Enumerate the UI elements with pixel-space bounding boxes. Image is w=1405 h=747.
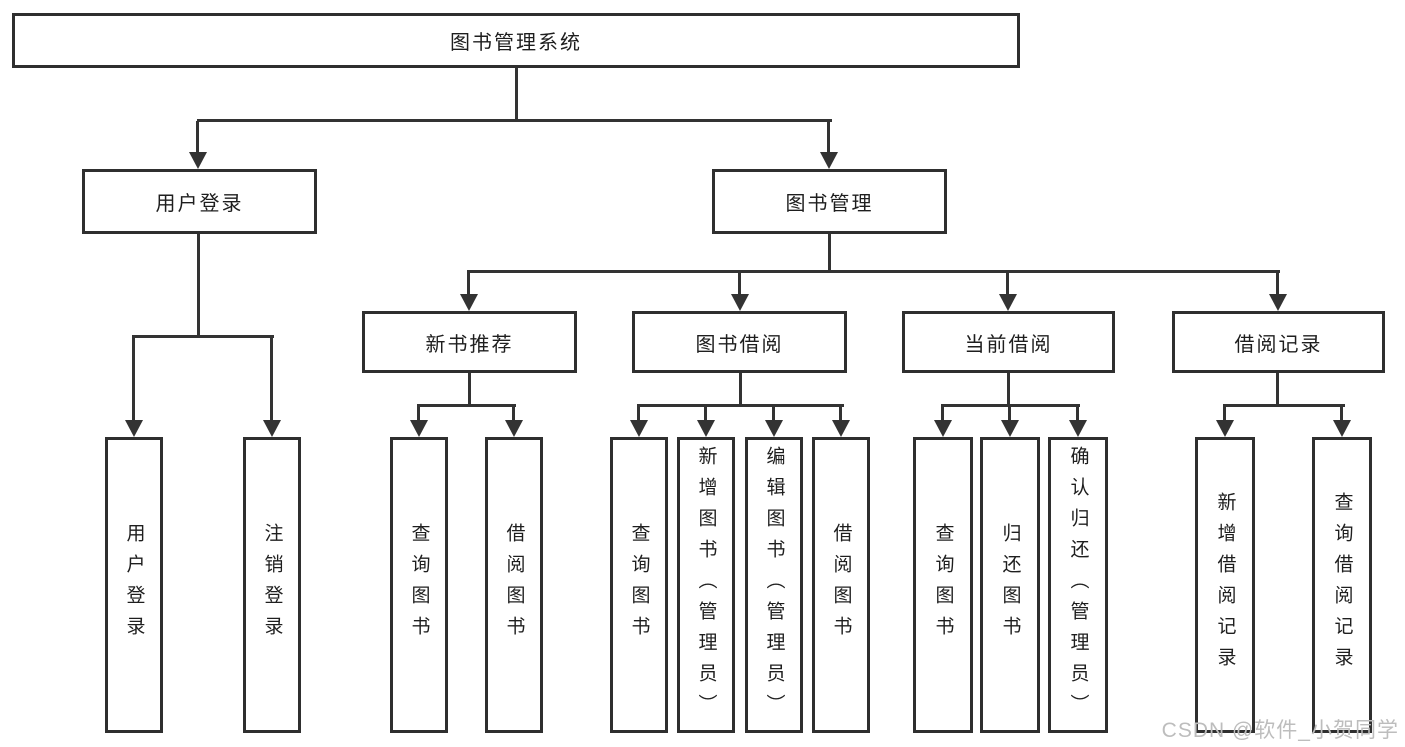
arrow-to-current-borrowing	[999, 273, 1017, 311]
node-root: 图书管理系统	[12, 13, 1020, 68]
arrowhead-icon	[820, 152, 838, 169]
arrowhead-icon	[934, 420, 952, 437]
arrow-to-user-login	[189, 121, 207, 169]
arrow-to-leaf-borrow-books-1	[505, 407, 523, 437]
connector-user-login-stem	[197, 234, 200, 338]
arrowhead-icon	[630, 420, 648, 437]
node-book-borrowing-label: 图书借阅	[695, 333, 784, 356]
arrow-to-new-book-recommend	[460, 273, 478, 311]
connector-root-stem	[515, 68, 518, 121]
leaf-add-books-admin-label: 新增图书（管理员）	[695, 445, 717, 725]
connector-current-borrowing-rail	[941, 404, 1080, 407]
node-book-borrowing: 图书借阅	[632, 311, 847, 373]
connector-book-management-rail	[467, 270, 1280, 273]
arrowhead-icon	[263, 420, 281, 437]
leaf-add-borrow-record: 新增借阅记录	[1195, 437, 1255, 733]
arrowhead-icon	[189, 152, 207, 169]
arrow-to-leaf-add-borrow-record	[1216, 407, 1234, 437]
arrow-to-leaf-user-login	[125, 338, 143, 437]
arrowhead-icon	[410, 420, 428, 437]
arrow-to-leaf-query-borrow-record	[1333, 407, 1351, 437]
leaf-borrow-books-1-label: 借阅图书	[503, 523, 525, 647]
connector-book-management-stem	[828, 234, 831, 273]
leaf-query-books-2-label: 查询图书	[628, 523, 650, 647]
arrow-to-borrowing-records	[1269, 273, 1287, 311]
leaf-edit-books-admin: 编辑图书（管理员）	[745, 437, 803, 733]
arrow-to-book-management	[820, 121, 838, 169]
arrow-to-leaf-logout	[263, 338, 281, 437]
node-user-login: 用户登录	[82, 169, 317, 234]
node-book-management-label: 图书管理	[785, 193, 874, 215]
leaf-query-books-1: 查询图书	[390, 437, 448, 733]
connector-current-borrowing-stem	[1007, 373, 1010, 407]
leaf-user-login-label: 用户登录	[123, 523, 145, 647]
node-user-login-label: 用户登录	[155, 193, 244, 215]
arrowhead-icon	[697, 420, 715, 437]
arrowhead-icon	[1069, 420, 1087, 437]
arrow-to-leaf-query-books-2	[630, 407, 648, 437]
leaf-borrow-books-1: 借阅图书	[485, 437, 543, 733]
arrowhead-icon	[832, 420, 850, 437]
leaf-edit-books-admin-label: 编辑图书（管理员）	[763, 445, 785, 725]
leaf-add-books-admin: 新增图书（管理员）	[677, 437, 735, 733]
leaf-query-borrow-record: 查询借阅记录	[1312, 437, 1372, 733]
leaf-query-books-3-label: 查询图书	[932, 523, 954, 647]
connector-user-login-rail	[132, 335, 274, 338]
connector-root-rail	[197, 119, 832, 122]
connector-new-book-rail	[417, 404, 516, 407]
leaf-add-borrow-record-label: 新增借阅记录	[1214, 492, 1236, 678]
arrow-to-leaf-borrow-books-2	[832, 407, 850, 437]
arrowhead-icon	[999, 294, 1017, 311]
leaf-confirm-return-admin: 确认归还（管理员）	[1048, 437, 1108, 733]
node-current-borrowing-label: 当前借阅	[964, 333, 1053, 356]
arrowhead-icon	[505, 420, 523, 437]
node-borrowing-records: 借阅记录	[1172, 311, 1385, 373]
arrow-to-leaf-add-books	[697, 407, 715, 437]
connector-book-borrowing-stem	[739, 373, 742, 407]
leaf-logout: 注销登录	[243, 437, 301, 733]
connector-borrowing-records-stem	[1276, 373, 1279, 407]
leaf-return-books: 归还图书	[980, 437, 1040, 733]
arrowhead-icon	[1333, 420, 1351, 437]
arrow-to-leaf-confirm-return	[1069, 407, 1087, 437]
node-new-book-recommend-label: 新书推荐	[425, 333, 514, 356]
leaf-return-books-label: 归还图书	[999, 523, 1021, 647]
leaf-query-borrow-record-label: 查询借阅记录	[1331, 492, 1353, 678]
node-current-borrowing: 当前借阅	[902, 311, 1115, 373]
leaf-logout-label: 注销登录	[261, 523, 283, 647]
leaf-query-books-3: 查询图书	[913, 437, 973, 733]
arrow-to-leaf-query-books-3	[934, 407, 952, 437]
arrowhead-icon	[125, 420, 143, 437]
arrowhead-icon	[1269, 294, 1287, 311]
leaf-query-books-2: 查询图书	[610, 437, 668, 733]
node-borrowing-records-label: 借阅记录	[1234, 333, 1323, 356]
csdn-watermark: CSDN @软件_小贺同学	[1161, 719, 1399, 742]
arrowhead-icon	[1216, 420, 1234, 437]
leaf-confirm-return-admin-label: 确认归还（管理员）	[1067, 445, 1089, 725]
node-root-label: 图书管理系统	[450, 32, 582, 54]
arrowhead-icon	[731, 294, 749, 311]
arrow-to-leaf-edit-books	[765, 407, 783, 437]
arrow-to-leaf-query-books-1	[410, 407, 428, 437]
leaf-borrow-books-2: 借阅图书	[812, 437, 870, 733]
connector-book-borrowing-rail	[637, 404, 844, 407]
leaf-borrow-books-2-label: 借阅图书	[830, 523, 852, 647]
arrowhead-icon	[460, 294, 478, 311]
connector-new-book-stem	[468, 373, 471, 407]
leaf-query-books-1-label: 查询图书	[408, 523, 430, 647]
node-new-book-recommend: 新书推荐	[362, 311, 577, 373]
arrow-to-book-borrowing	[731, 273, 749, 311]
node-book-management: 图书管理	[712, 169, 947, 234]
arrowhead-icon	[1001, 420, 1019, 437]
arrow-to-leaf-return-books	[1001, 407, 1019, 437]
leaf-user-login: 用户登录	[105, 437, 163, 733]
arrowhead-icon	[765, 420, 783, 437]
connector-borrowing-records-rail	[1223, 404, 1345, 407]
